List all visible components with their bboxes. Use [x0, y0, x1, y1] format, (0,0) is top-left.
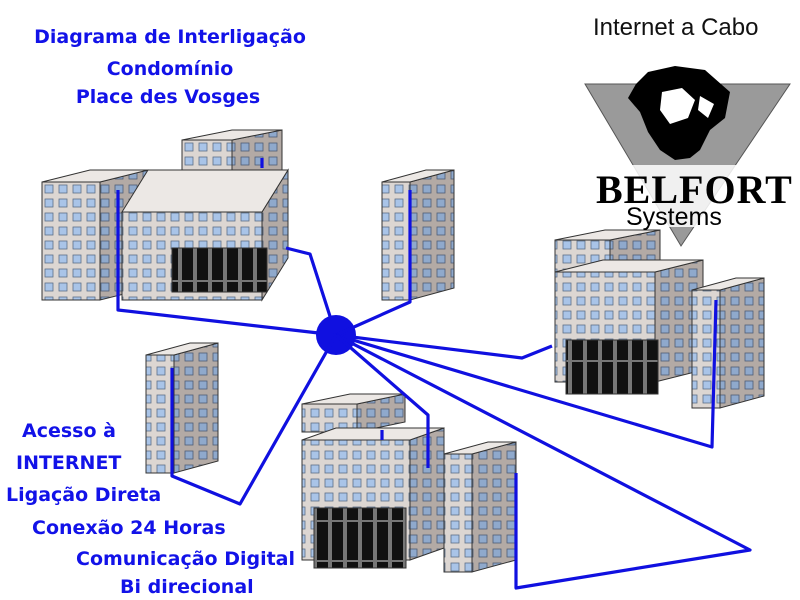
building-center-tower — [381, 169, 455, 301]
top-right-title: Internet a Cabo — [593, 14, 759, 41]
belfort-logo — [584, 66, 791, 247]
cable-8 — [334, 333, 430, 468]
feature-line-2: INTERNET — [16, 452, 122, 474]
building-left-complex — [41, 129, 289, 302]
diagram-title-line-2: Condomínio — [106, 58, 234, 80]
cable-1 — [116, 190, 337, 337]
cable-6 — [335, 299, 718, 449]
building-lower-left-tower — [145, 342, 219, 474]
cable-4 — [335, 190, 412, 337]
brand-name: BELFORT — [596, 167, 793, 212]
feature-line-4: Conexão 24 Horas — [32, 517, 226, 539]
feature-line-1: Acesso à — [22, 420, 116, 442]
brand-tagline: Systems — [626, 203, 722, 231]
feature-line-3: Ligação Direta — [6, 484, 162, 506]
building-right-complex — [554, 229, 765, 409]
cable-5 — [335, 333, 553, 360]
building-bottom-complex — [301, 393, 517, 573]
feature-line-5: Comunicação Digital — [76, 548, 296, 570]
diagram-title-line-3: Place des Vosges — [75, 86, 261, 108]
cable-10 — [170, 334, 338, 506]
cable-7 — [335, 333, 752, 590]
feature-line-6: Bi direcional — [120, 576, 254, 598]
diagram-title-line-1: Diagrama de Interligação — [34, 26, 306, 48]
cable-3 — [285, 246, 338, 336]
